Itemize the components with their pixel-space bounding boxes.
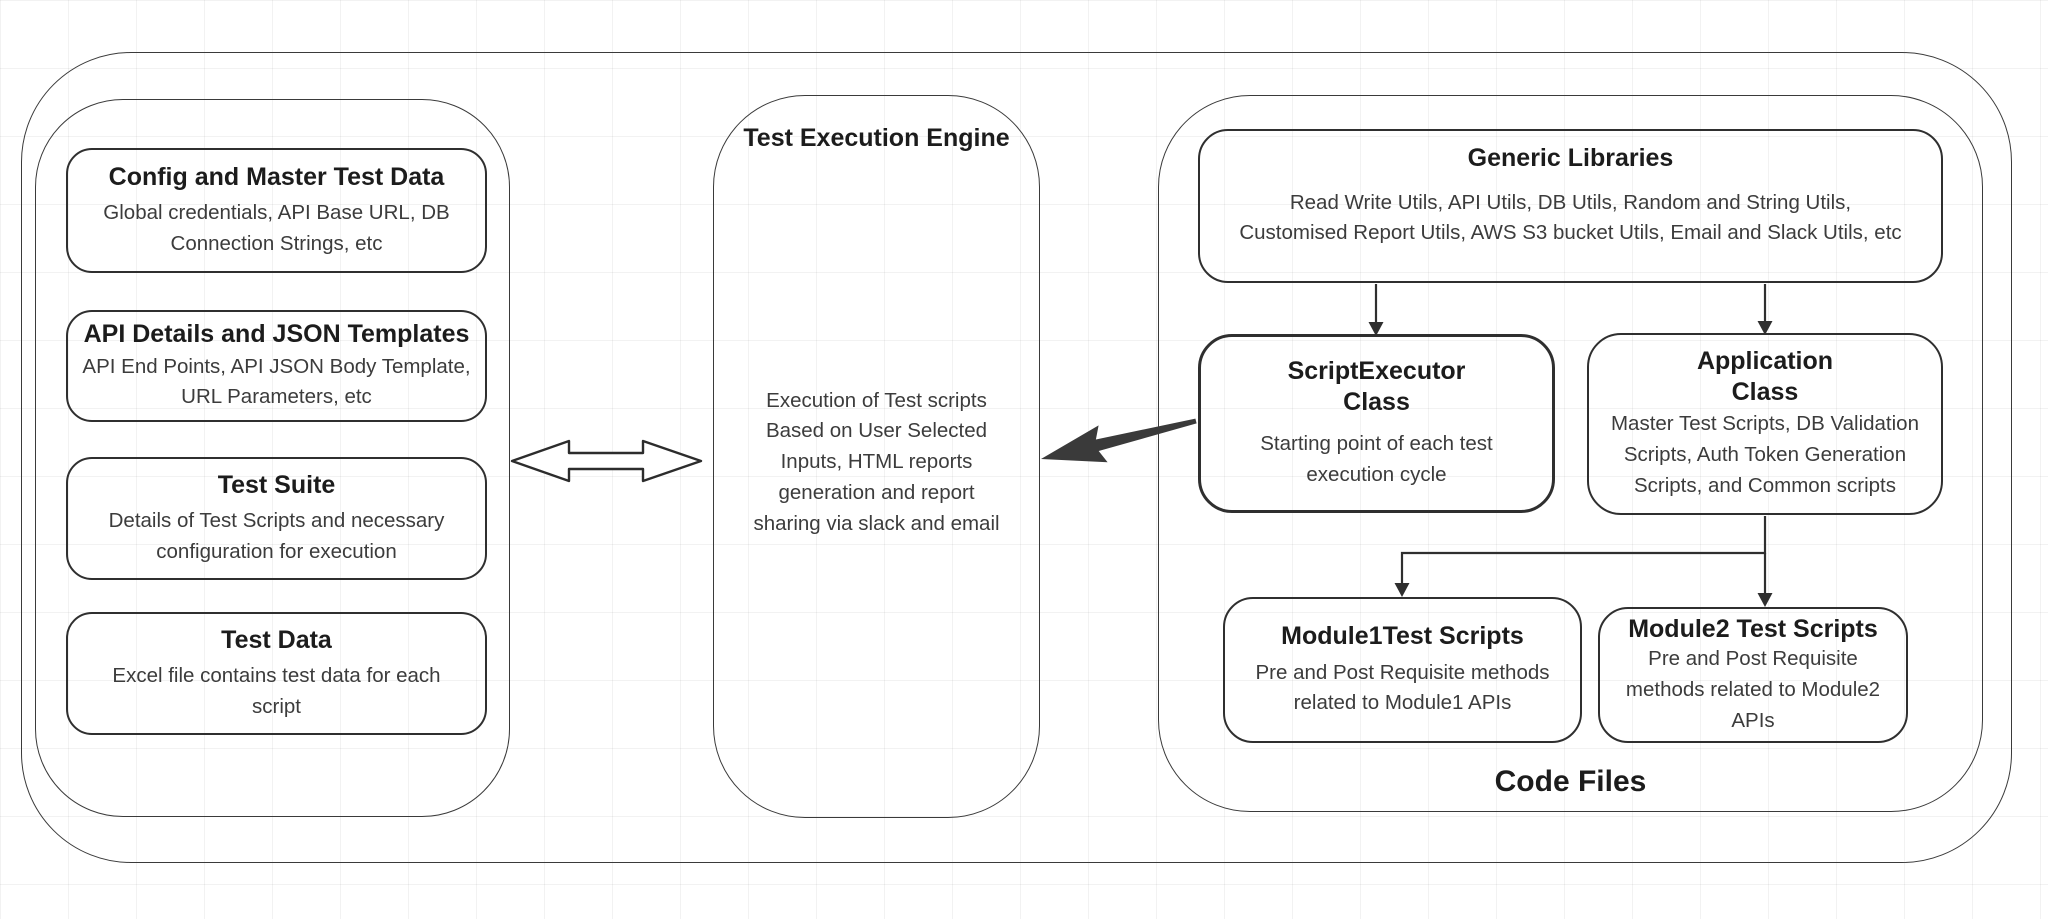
- outer-container: [21, 52, 2012, 863]
- node-module1-test-scripts: Module1Test Scripts Pre and Post Requisi…: [1223, 597, 1582, 743]
- code-files-label: Code Files: [1494, 765, 1647, 798]
- engine-title: Test Execution Engine: [743, 124, 1010, 152]
- engine-body: Execution of Test scripts Based on User …: [753, 388, 1000, 535]
- node-title: Generic Libraries: [1467, 144, 1674, 172]
- node-body: Global credentials, API Base URL, DB Con…: [103, 201, 450, 255]
- node-title: Test Suite: [217, 470, 336, 499]
- node-title: Application Class: [1696, 347, 1834, 406]
- node-test-data: Test Data Excel file contains test data …: [66, 612, 487, 735]
- engine-panel: Test Execution Engine Execution of Test …: [713, 95, 1040, 818]
- node-api-details-json-templates: API Details and JSON Templates API End P…: [66, 310, 487, 422]
- node-body: Master Test Scripts, DB Validation Scrip…: [1610, 412, 1919, 497]
- node-module2-test-scripts: Module2 Test Scripts Pre and Post Requis…: [1598, 607, 1908, 743]
- node-title: ScriptExecutor Class: [1287, 357, 1466, 416]
- node-body: Starting point of each test execution cy…: [1260, 432, 1493, 486]
- node-body: API End Points, API JSON Body Template, …: [82, 354, 471, 409]
- node-body: Pre and Post Requisite methods related t…: [1625, 647, 1881, 732]
- node-config-master-test-data: Config and Master Test Data Global crede…: [66, 148, 487, 273]
- node-body: Excel file contains test data for each s…: [112, 664, 441, 718]
- node-title: Module1Test Scripts: [1281, 622, 1524, 650]
- node-title: Config and Master Test Data: [108, 162, 445, 191]
- node-application-class: Application Class Master Test Scripts, D…: [1587, 333, 1943, 515]
- node-title: Test Data: [221, 625, 332, 654]
- node-title: API Details and JSON Templates: [83, 320, 470, 348]
- node-body: Details of Test Scripts and necessary co…: [108, 509, 445, 563]
- node-test-suite: Test Suite Details of Test Scripts and n…: [66, 457, 487, 580]
- node-body: Read Write Utils, API Utils, DB Utils, R…: [1239, 190, 1902, 245]
- node-generic-libraries: Generic Libraries Read Write Utils, API …: [1198, 129, 1943, 283]
- data-input-panel: [35, 99, 510, 817]
- node-script-executor-class: ScriptExecutor Class Starting point of e…: [1198, 334, 1555, 513]
- node-title: Module2 Test Scripts: [1628, 614, 1878, 643]
- node-body: Pre and Post Requisite methods related t…: [1255, 660, 1550, 715]
